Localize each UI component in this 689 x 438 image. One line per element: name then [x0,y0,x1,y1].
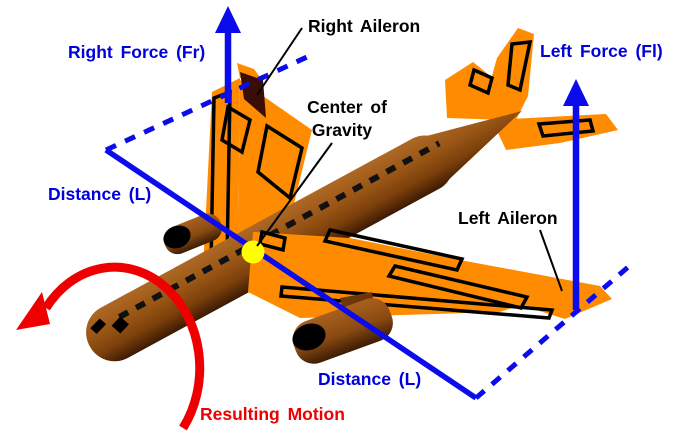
center-of-gravity-label-line1: Center of [307,97,387,117]
roll-motion-arrow [16,262,205,431]
left-engine-intake [292,323,326,351]
right-wing-spoiler-outline [220,104,253,155]
dashed-line-right-wingtip [104,54,309,153]
center-of-gravity-label-line2: Gravity [312,120,373,140]
right-force-label: Right Force (Fr) [68,42,205,62]
right-engine-intake [163,225,191,249]
left-wing-flap-outline [322,227,465,273]
up-arrowhead-icon [215,6,241,33]
roll-arrowhead-icon [16,292,50,330]
right-elevator-outline [467,67,495,96]
left-engine [292,292,393,364]
right-engine [163,213,222,255]
right-aileron-pointer-line [256,27,303,96]
left-wing [248,227,612,320]
up-arrowhead-icon [563,79,589,106]
distance-lower-label: Distance (L) [318,369,421,389]
cockpit-window [111,316,130,334]
dashed-line-left-wingtip [474,260,636,400]
resulting-motion-label: Resulting Motion [200,404,345,424]
right-aileron-label: Right Aileron [308,16,420,36]
left-wing-aileron-outline [279,285,555,320]
cg-marker [241,240,265,264]
rudder-outline [506,39,533,93]
left-force-arrow [563,79,589,310]
distance-upper-label: Distance (L) [48,184,151,204]
tail-cone [412,110,522,189]
cg-pointer-line [256,142,333,247]
right-wing-aileron-outline [256,123,304,202]
cockpit-window [90,318,107,334]
right-force-arrow [215,6,241,103]
left-aileron-label: Left Aileron [458,208,558,228]
right-stabilizer [445,62,506,120]
axis-line [104,147,478,401]
airplane-illustration [86,28,618,364]
left-aileron-pointer-line [539,229,563,292]
left-force-label: Left Force (Fl) [540,41,663,61]
